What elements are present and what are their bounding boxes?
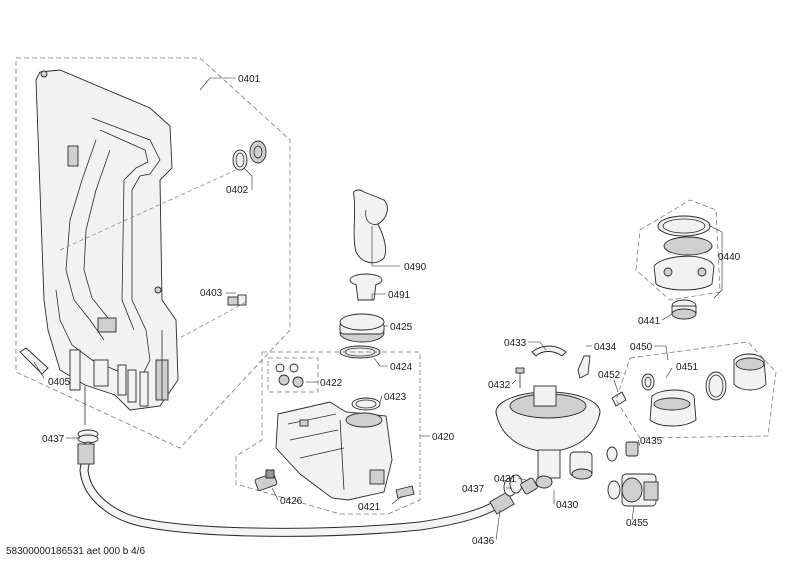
label-0431: 0431 — [494, 474, 517, 485]
part-0405-clip — [19, 347, 49, 375]
group-0420-dashed-outline — [235, 351, 421, 515]
label-0451: 0451 — [676, 362, 699, 373]
part-0437-hose-clamp-left — [77, 429, 99, 444]
label-0450: 0450 — [630, 342, 653, 353]
label-0421: 0421 — [358, 502, 381, 513]
part-0490-filling-funnel — [353, 189, 388, 264]
label-0435: 0435 — [640, 436, 663, 447]
label-0402: 0402 — [226, 185, 249, 196]
part-0423-ring — [351, 397, 381, 411]
label-0430: 0430 — [556, 500, 579, 511]
part-0434-holder — [577, 355, 591, 379]
part-0403-fitting — [227, 294, 247, 306]
label-0455: 0455 — [626, 518, 649, 529]
part-0441-insert — [671, 299, 697, 320]
part-0421-clip — [395, 485, 415, 499]
part-0422-small-seals — [275, 363, 304, 388]
part-0435-sensor — [606, 441, 639, 500]
document-reference: 58300000186531 aet 000 b 4/6 — [6, 546, 145, 557]
label-0440: 0440 — [718, 252, 741, 263]
label-0422: 0422 — [320, 378, 343, 389]
part-0491-cap — [349, 273, 383, 301]
leader-lines — [66, 77, 723, 541]
label-0441: 0441 — [638, 316, 661, 327]
part-0426-valve — [254, 469, 278, 491]
part-0450-heat-pump-motor — [733, 353, 767, 391]
part-0436-drain-hose — [77, 441, 515, 537]
part-0430-pump-sump — [495, 385, 601, 489]
label-0426: 0426 — [280, 496, 303, 507]
part-0431-connector — [520, 477, 538, 495]
group-0422-dashed-outline — [267, 357, 319, 393]
label-0420: 0420 — [432, 432, 455, 443]
label-0490: 0490 — [404, 262, 427, 273]
part-0452-clip — [611, 391, 627, 407]
part-0440-assembly — [653, 215, 715, 291]
part-0437-hose-clamp-right — [503, 474, 523, 497]
part-0433-cover-strip — [531, 345, 567, 357]
label-0437-right: 0437 — [462, 484, 485, 495]
label-0405: 0405 — [48, 377, 71, 388]
part-0451-circulation-pump — [641, 371, 727, 427]
part-0402-seal-rings — [232, 140, 267, 171]
part-0455-drain-pump — [621, 473, 659, 507]
label-0424: 0424 — [390, 362, 413, 373]
group-0401-dashed-outline — [15, 57, 291, 449]
part-0401-side-panel — [35, 69, 179, 411]
label-0434: 0434 — [594, 342, 617, 353]
group-0401-side-panel — [15, 57, 291, 449]
group-0450-dashed-outline — [615, 341, 777, 439]
label-0437-left: 0437 — [42, 434, 65, 445]
label-0432: 0432 — [488, 380, 511, 391]
label-0436: 0436 — [472, 536, 495, 547]
part-0432-screw — [515, 367, 525, 388]
label-0425: 0425 — [390, 322, 413, 333]
label-0452: 0452 — [598, 370, 621, 381]
label-0423: 0423 — [384, 392, 407, 403]
label-0491: 0491 — [388, 290, 411, 301]
part-0420-water-softener — [275, 401, 393, 501]
label-0403: 0403 — [200, 288, 223, 299]
label-0401: 0401 — [238, 74, 261, 85]
part-0425-container-lid — [339, 313, 385, 343]
label-0433: 0433 — [504, 338, 527, 349]
